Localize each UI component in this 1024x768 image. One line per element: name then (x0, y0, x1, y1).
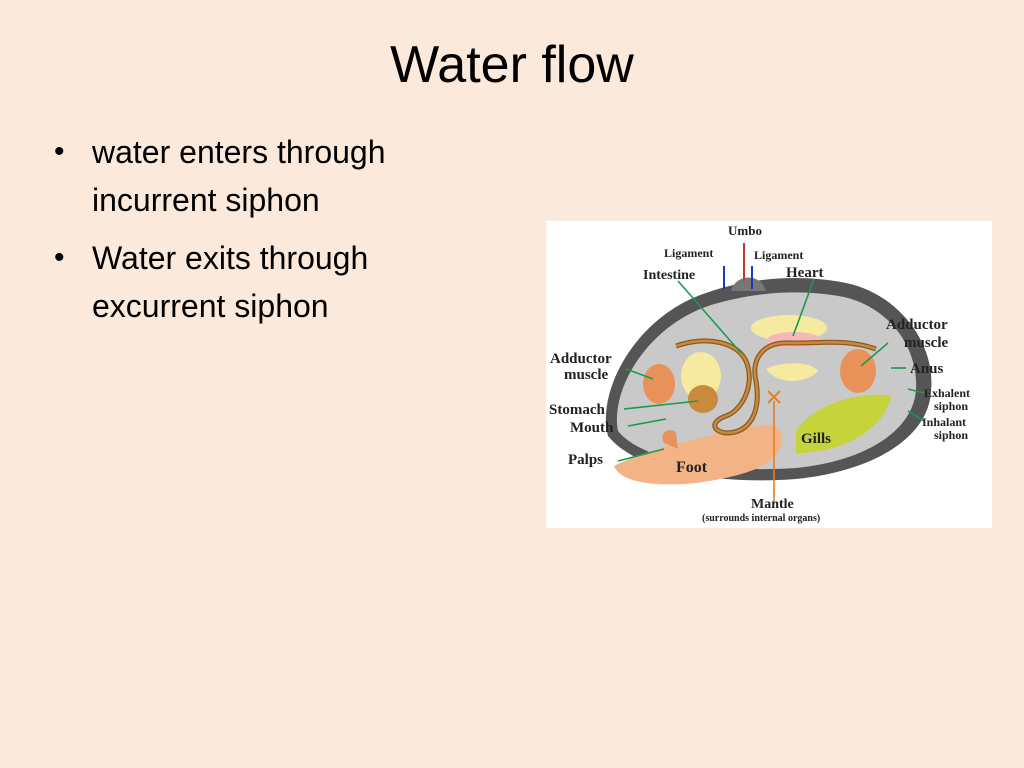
label-ligament-right: Ligament (754, 248, 803, 262)
label-exhalent-2: siphon (934, 399, 968, 413)
palps-shape (662, 430, 678, 449)
label-exhalent-1: Exhalent (924, 386, 970, 400)
label-anus: Anus (910, 361, 944, 377)
label-palps: Palps (568, 452, 603, 468)
umbo-bump (731, 277, 766, 291)
label-adductor-left-2: muscle (564, 367, 609, 383)
label-inhalant-2: siphon (934, 428, 968, 442)
adductor-muscle-left (643, 364, 675, 404)
label-intestine: Intestine (643, 268, 695, 283)
adductor-muscle-right (840, 349, 876, 393)
label-foot: Foot (676, 459, 708, 476)
label-ligament-left: Ligament (664, 246, 713, 260)
clam-anatomy-svg: Umbo Ligament Ligament Intestine Heart A… (549, 223, 970, 524)
digestive-gland (688, 385, 718, 413)
label-gills: Gills (801, 431, 831, 447)
label-adductor-right-1: Adductor (886, 317, 948, 333)
label-mouth: Mouth (570, 420, 614, 436)
bullet-icon: • (54, 135, 65, 168)
label-mantle-note: (surrounds internal organs) (702, 513, 820, 524)
leader-lines (617, 278, 925, 462)
label-stomach: Stomach (549, 402, 605, 418)
bullet-icon: • (54, 241, 65, 274)
label-mantle: Mantle (751, 497, 794, 512)
bullet-text: Water exits through excurrent siphon (92, 240, 369, 324)
gills-region (796, 394, 891, 453)
label-adductor-left-1: Adductor (550, 351, 612, 367)
bullet-item: • Water exits through excurrent siphon (54, 234, 474, 330)
organ-mid (766, 363, 818, 381)
clam-anatomy-diagram: Umbo Ligament Ligament Intestine Heart A… (546, 221, 992, 528)
intestine-path (675, 339, 877, 435)
slide-title: Water flow (390, 36, 634, 94)
label-umbo: Umbo (728, 223, 762, 238)
bullet-list: • water enters through incurrent siphon … (54, 128, 474, 340)
mantle-cross-icon (767, 390, 781, 404)
label-heart: Heart (786, 265, 823, 281)
label-adductor-right-2: muscle (904, 335, 949, 351)
bullet-item: • water enters through incurrent siphon (54, 128, 474, 224)
bullet-text: water enters through incurrent siphon (92, 134, 386, 218)
foot-region (614, 424, 783, 485)
label-inhalant-1: Inhalant (922, 415, 966, 429)
